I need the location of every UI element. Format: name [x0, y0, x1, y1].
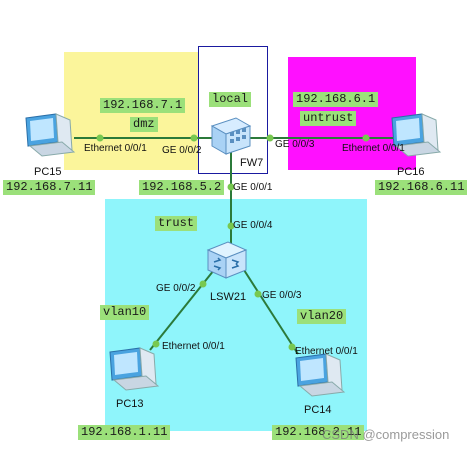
port-dot [362, 134, 370, 142]
port-label-pc14-eth: Ethernet 0/0/1 [295, 346, 358, 357]
device-label-pc13: PC13 [116, 398, 144, 410]
device-label-pc15: PC15 [34, 166, 62, 178]
pc-icon [391, 113, 442, 157]
port-dot [96, 134, 104, 142]
device-ip-pc16: 192.168.6.11 [375, 180, 467, 195]
port-label-pc15-eth: Ethernet 0/0/1 [84, 143, 147, 154]
port-label-lsw-ge002: GE 0/0/2 [156, 283, 196, 294]
port-label-lsw-ge004: GE 0/0/4 [233, 220, 273, 231]
pc-icon [25, 113, 76, 157]
device-label-pc16: PC16 [397, 166, 425, 178]
switch-icon [206, 241, 248, 279]
zone-label-dmz: dmz [130, 117, 158, 132]
device-label-pc14: PC14 [304, 404, 332, 416]
port-label-fw-ge002: GE 0/0/2 [162, 145, 202, 156]
port-dot [254, 290, 262, 298]
pc-icon [109, 347, 160, 391]
gateway-ip-dmz: 192.168.7.1 [100, 98, 186, 113]
port-label-fw-ge001: GE 0/0/1 [233, 182, 273, 193]
port-label-lsw-ge003: GE 0/0/3 [262, 290, 302, 301]
device-ip-pc13: 192.168.1.11 [78, 425, 171, 440]
link-lsw21-pc14 [243, 269, 299, 355]
device-ip-pc15: 192.168.7.11 [3, 180, 96, 195]
pc-icon [295, 353, 346, 397]
firewall-icon [210, 117, 252, 155]
device-label-lsw21: LSW21 [210, 291, 247, 303]
device-ip-pc14: 192.168.2.11 [272, 425, 365, 440]
port-label-pc13-eth: Ethernet 0/0/1 [162, 341, 225, 352]
device-label-fw7: FW7 [240, 157, 264, 169]
zone-label-local: local [209, 92, 252, 107]
vlan-label-right: vlan20 [297, 309, 347, 324]
local-zone [198, 46, 268, 174]
port-label-fw-ge003: GE 0/0/3 [275, 139, 315, 150]
vlan-label-left: vlan10 [100, 305, 150, 320]
port-dot [288, 343, 296, 351]
port-dot [227, 183, 235, 191]
port-dot [190, 134, 198, 142]
gateway-ip-untrust: 192.168.6.1 [293, 92, 379, 107]
port-dot [227, 222, 235, 230]
zone-label-trust: trust [155, 216, 198, 231]
port-dot [199, 280, 207, 288]
port-dot [152, 340, 160, 348]
gateway-ip-trust: 192.168.5.2 [139, 180, 225, 195]
port-label-pc16-eth: Ethernet 0/0/1 [342, 143, 405, 154]
port-dot [266, 134, 274, 142]
watermark: CSDN @compression [322, 427, 450, 442]
zone-label-untrust: untrust [300, 111, 357, 126]
